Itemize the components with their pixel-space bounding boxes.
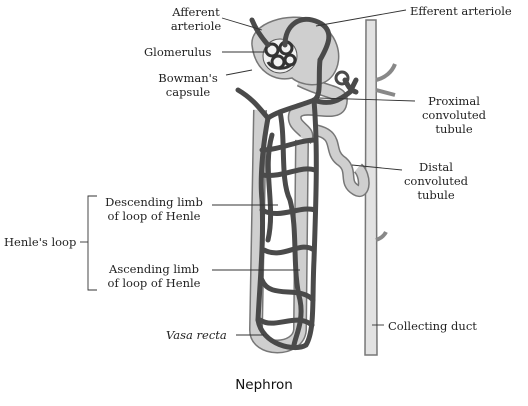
- label-distal-line3: tubule: [417, 188, 455, 202]
- label-bowmans-capsule: Bowman's capsule: [148, 71, 228, 99]
- label-distal-tubule: Distal convoluted tubule: [396, 160, 476, 202]
- label-proximal-tubule: Proximal convoluted tubule: [414, 94, 494, 136]
- collecting-duct: [364, 19, 397, 356]
- label-distal-line2: convoluted: [403, 174, 469, 188]
- label-proximal-line1: Proximal: [428, 94, 480, 108]
- label-descending-limb: Descending limb of loop of Henle: [98, 195, 210, 223]
- label-descending-line2: of loop of Henle: [107, 209, 201, 223]
- label-bowmans-line2: capsule: [165, 85, 211, 99]
- label-vasa-recta: Vasa recta: [166, 328, 227, 342]
- figure-caption: Nephron: [235, 377, 293, 393]
- label-efferent-arteriole: Efferent arteriole: [410, 4, 512, 18]
- proximal-tubule: [287, 73, 348, 145]
- label-proximal-line3: tubule: [435, 122, 473, 136]
- label-afferent-arteriole: Afferent arteriole: [160, 5, 232, 33]
- label-descending-line1: Descending limb: [105, 195, 203, 209]
- label-distal-line1: Distal: [419, 160, 453, 174]
- label-henles-loop: Henle's loop: [4, 235, 77, 249]
- label-bowmans-line1: Bowman's: [158, 71, 218, 85]
- distal-tubule: [313, 124, 370, 198]
- label-afferent-line2: arteriole: [170, 19, 222, 33]
- label-ascending-line1: Ascending limb: [109, 262, 199, 276]
- label-afferent-line1: Afferent: [172, 5, 220, 19]
- blood-vessels: [235, 16, 359, 351]
- leader-lines: [80, 9, 416, 336]
- glomerulus-knot: [264, 40, 297, 70]
- label-ascending-line2: of loop of Henle: [107, 276, 201, 290]
- label-ascending-limb: Ascending limb of loop of Henle: [98, 262, 210, 290]
- label-collecting-duct: Collecting duct: [388, 319, 477, 333]
- label-glomerulus: Glomerulus: [144, 45, 212, 59]
- label-proximal-line2: convoluted: [421, 108, 487, 122]
